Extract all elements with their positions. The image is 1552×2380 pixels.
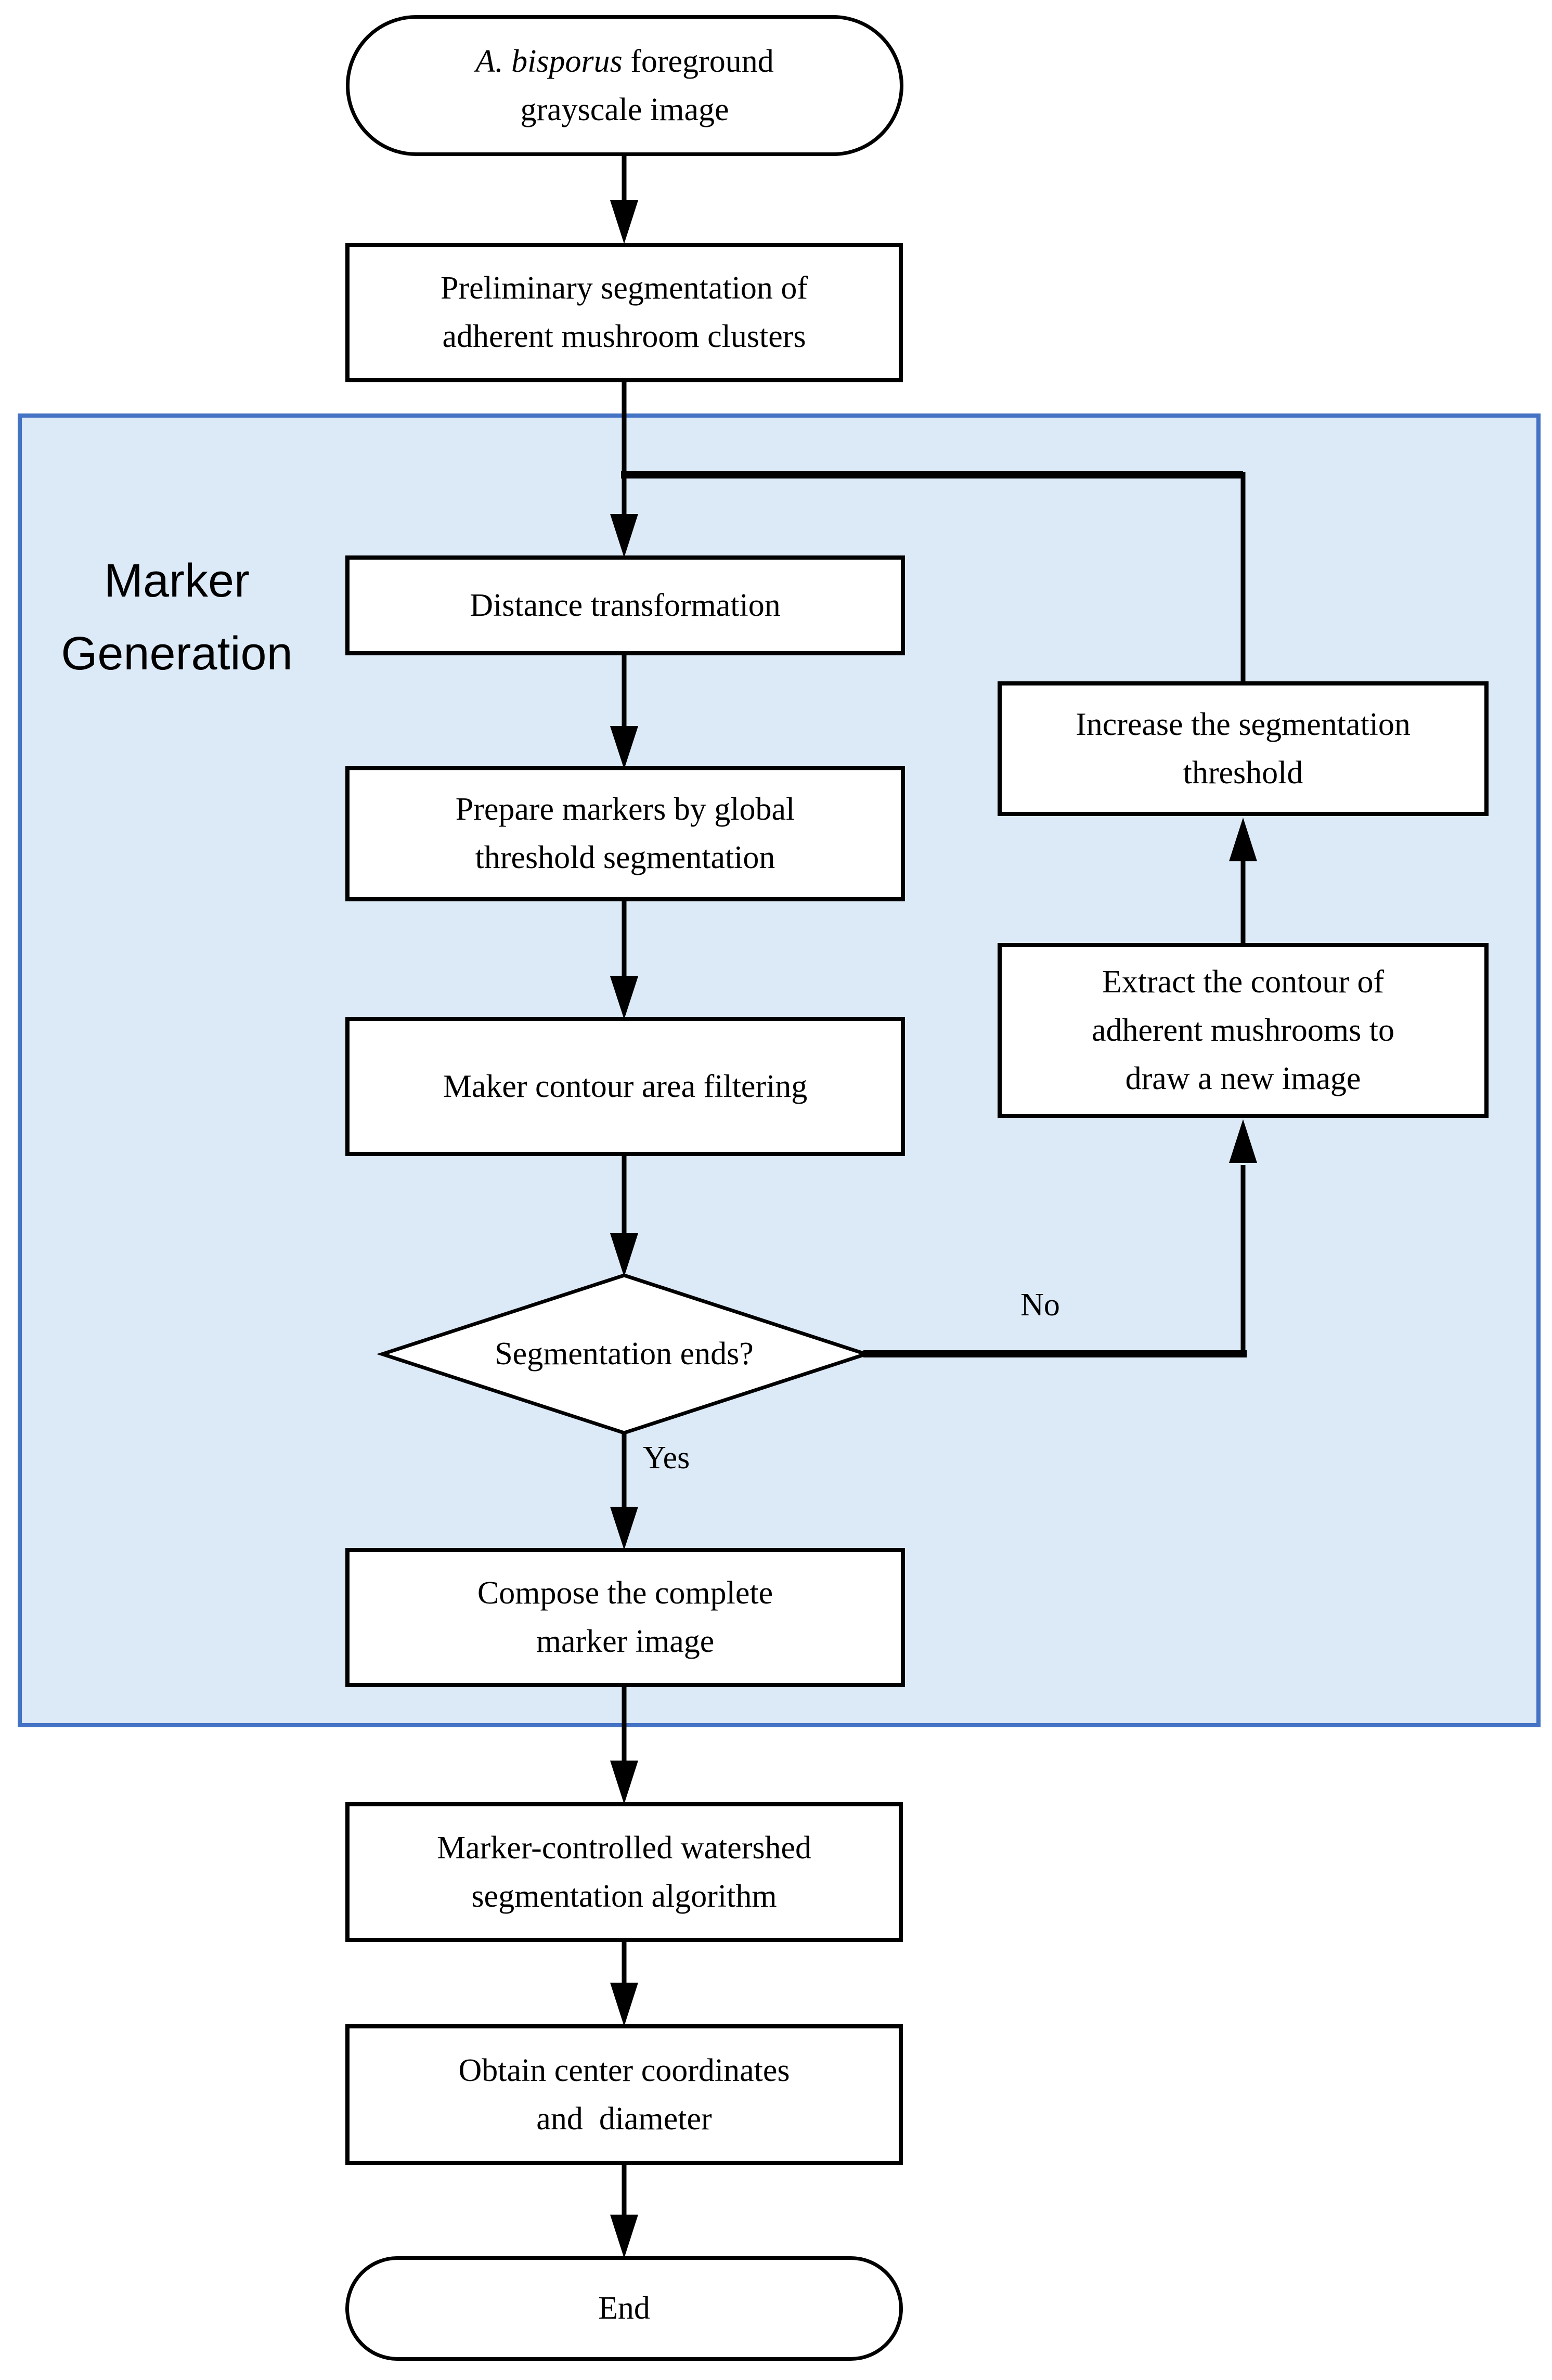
panel-label-marker-generation: Marker Generation xyxy=(16,545,338,690)
watershed-line1: Marker-controlled watershed xyxy=(436,1830,812,1866)
node-distance-transformation: Distance transformation xyxy=(345,555,905,655)
node-prepare-markers: Prepare markers by global threshold segm… xyxy=(345,766,905,901)
panel-label-line2: Generation xyxy=(61,627,293,680)
arrowhead-into-compose xyxy=(610,1507,638,1550)
arrowhead-into-watershed xyxy=(610,1761,638,1804)
arrowhead-into-obtain xyxy=(610,1983,638,2026)
distance-line1: Distance transformation xyxy=(470,587,781,623)
arrowhead-into-distance xyxy=(610,514,638,558)
edge-label-no: No xyxy=(1020,1287,1060,1323)
start-label-line2: grayscale image xyxy=(520,92,729,127)
node-end-terminator: End xyxy=(345,2256,903,2361)
node-increase-threshold: Increase the segmentation threshold xyxy=(998,681,1489,816)
node-maker-contour-filtering: Maker contour area filtering xyxy=(345,1017,905,1156)
prepare-line2: threshold segmentation xyxy=(475,840,775,875)
obtain-line2: and diameter xyxy=(536,2101,712,2137)
compose-line1: Compose the complete xyxy=(477,1575,773,1611)
node-watershed-algorithm: Marker-controlled watershed segmentation… xyxy=(345,1802,903,1942)
node-decision-segmentation-ends: Segmentation ends? xyxy=(381,1274,867,1434)
edge-label-yes: Yes xyxy=(643,1440,690,1476)
node-extract-contour: Extract the contour of adherent mushroom… xyxy=(998,943,1489,1118)
decision-diamond-shape xyxy=(376,1273,872,1435)
extract-line3: draw a new image xyxy=(1125,1061,1361,1096)
start-label-rest: foreground xyxy=(622,43,774,79)
arrowhead-into-extract xyxy=(1229,1119,1257,1163)
arrowhead-into-maker xyxy=(610,976,638,1019)
node-compose-marker-image: Compose the complete marker image xyxy=(345,1548,905,1687)
watershed-line2: segmentation algorithm xyxy=(471,1878,777,1914)
panel-label-line1: Marker xyxy=(104,555,250,607)
extract-line1: Extract the contour of xyxy=(1102,964,1385,1000)
arrowhead-into-end xyxy=(610,2215,638,2258)
maker-filter-line1: Maker contour area filtering xyxy=(443,1068,808,1104)
arrowhead-into-increase xyxy=(1229,818,1257,861)
preliminary-line2: adherent mushroom clusters xyxy=(442,319,806,354)
end-line1: End xyxy=(598,2291,650,2326)
arrowhead-into-decision xyxy=(610,1233,638,1277)
decision-line1: Segmentation ends? xyxy=(495,1336,754,1372)
prepare-line1: Prepare markers by global xyxy=(455,792,795,827)
arrowhead-into-prepare xyxy=(610,726,638,769)
preliminary-line1: Preliminary segmentation of xyxy=(441,270,808,306)
extract-line2: adherent mushrooms to xyxy=(1091,1013,1394,1048)
node-preliminary-segmentation: Preliminary segmentation of adherent mus… xyxy=(345,243,903,382)
increase-line2: threshold xyxy=(1183,755,1303,791)
node-start-terminator: A. bisporus foreground grayscale image xyxy=(346,15,903,156)
increase-line1: Increase the segmentation xyxy=(1076,706,1411,742)
arrowhead-into-preliminary xyxy=(610,200,638,244)
start-label-italic: A. bisporus xyxy=(475,43,623,79)
obtain-line1: Obtain center coordinates xyxy=(458,2052,790,2088)
compose-line2: marker image xyxy=(536,1624,715,1659)
start-label-line1: A. bisporus foreground xyxy=(475,37,773,86)
node-obtain-center-diameter: Obtain center coordinates and diameter xyxy=(345,2024,903,2165)
